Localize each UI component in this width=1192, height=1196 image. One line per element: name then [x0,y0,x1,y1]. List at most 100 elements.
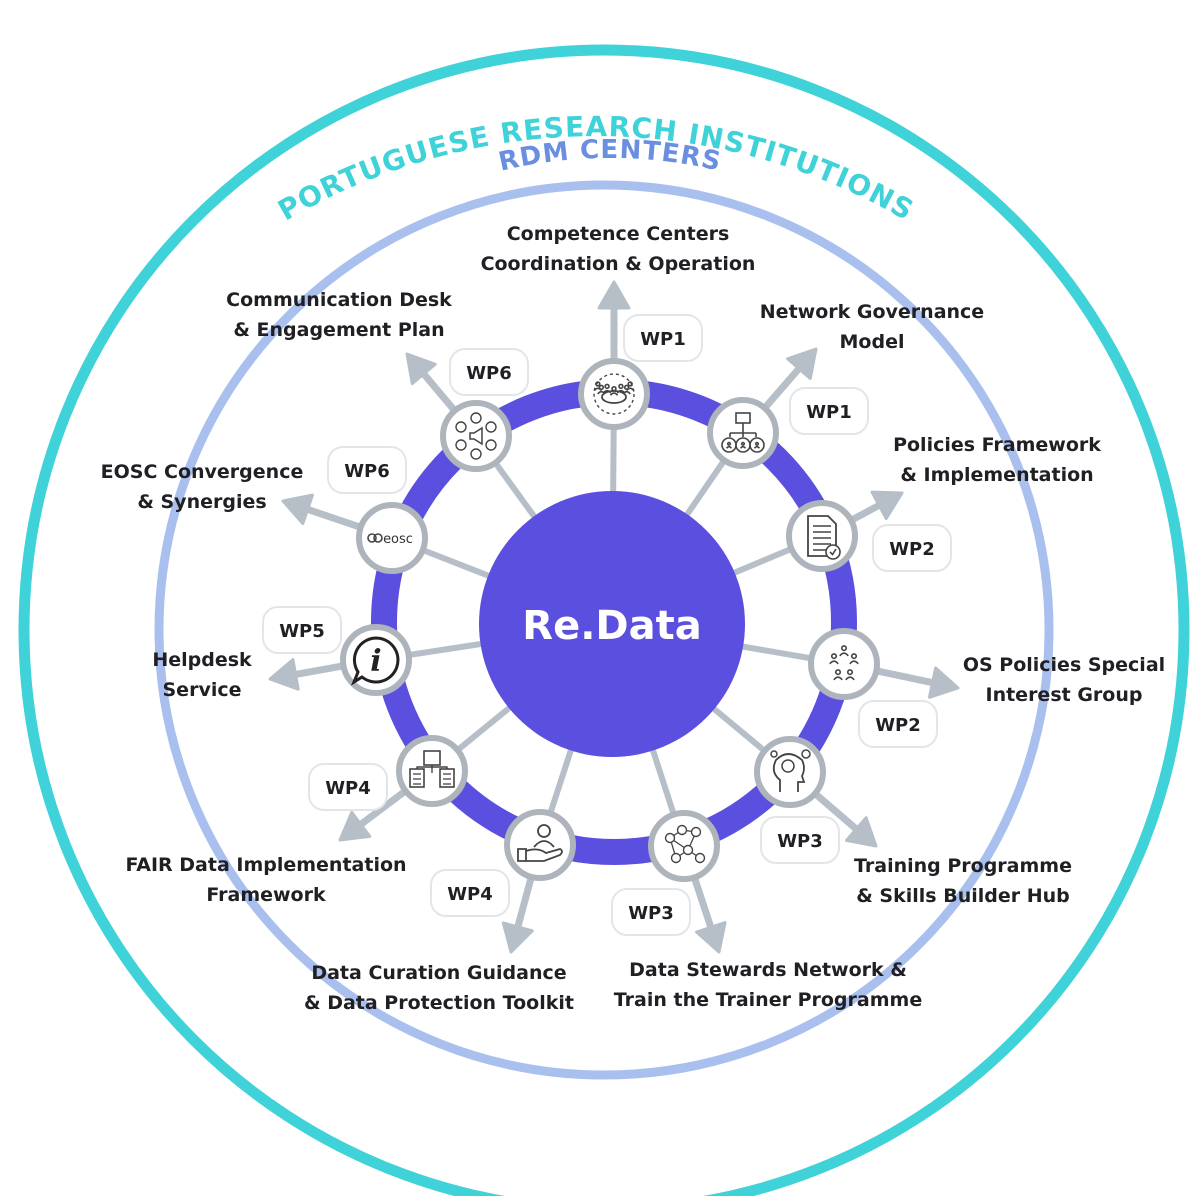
n1-arrow-head [597,280,631,310]
label-line: Data Curation Guidance [311,962,566,984]
label-n10: EOSC Convergence & Synergies [101,461,304,513]
node-circle [440,400,512,472]
label-n11: Communication Desk & Engagement Plan [226,289,452,341]
node-circle [356,502,428,574]
label-line: Network Governance [760,301,984,323]
label-n6: Data Stewards Network & Train the Trainer… [614,959,922,1011]
wp-badge-n2: WP1 [789,387,869,435]
wp-badge-n3: WP2 [872,524,952,572]
wp-badge-box [308,763,388,811]
wp-badge-box [449,348,529,396]
node-n2 [707,397,779,469]
megaphone-network-icon [455,412,497,460]
label-line: Train the Trainer Programme [614,989,922,1011]
wp-badge-box [858,700,938,748]
wp-badge-n11: WP6 [449,348,529,396]
wp-badge-text: WP5 [279,621,325,642]
org-chart-icon [721,412,765,453]
center-circle [479,491,745,757]
nodes-layer: i eosc [340,358,880,882]
meeting-table-icon [593,373,635,415]
wp-badge-n5: WP3 [760,816,840,864]
label-line: & Implementation [900,464,1093,486]
node-circle [648,810,720,882]
label-line: Policies Framework [893,434,1101,456]
wp-badge-box [623,314,703,362]
label-n5: Training Programme & Skills Builder Hub [854,855,1072,907]
wp-badge-n10: WP6 [327,446,407,494]
wp-badge-text: WP1 [806,402,852,423]
n4-arrow-head [927,666,960,699]
wp-badge-text: WP4 [325,778,371,799]
n3-arrow-head [870,490,904,521]
wp-badge-box [611,888,691,936]
n10-arrow-head [281,493,314,526]
label-line: Model [840,331,905,353]
wp-badge-box [327,446,407,494]
inner-ring [154,180,1054,1080]
n2-arrow-head [786,347,818,380]
outer-ring [18,44,1190,1196]
svg-text:eosc: eosc [383,532,413,547]
label-line: & Engagement Plan [233,319,444,341]
label-line: Communication Desk [226,289,452,311]
wp-badge-box [430,869,510,917]
label-line: Service [163,679,242,701]
node-n4 [808,628,880,700]
label-line: & Synergies [137,491,266,513]
wp-badge-text: WP2 [889,539,935,560]
node-n3 [786,500,858,572]
wp-badge-n8: WP4 [308,763,388,811]
svg-text:i: i [370,644,381,679]
n6-arrow-head [695,921,727,954]
label-line: OS Policies Special [963,654,1165,676]
data-checklist-icon [409,750,455,788]
wp-badge-text: WP3 [628,903,674,924]
node-n10: eosc [356,502,428,574]
policy-document-icon [807,515,841,560]
label-line: Training Programme [854,855,1072,877]
label-line: EOSC Convergence [101,461,304,483]
info-bubble-icon: i [350,636,400,686]
wp-badge-n1: WP1 [623,314,703,362]
wp-badge-n6: WP3 [611,888,691,936]
wp-badge-n7: WP4 [430,869,510,917]
label-line: Coordination & Operation [481,253,756,275]
node-n11 [440,400,512,472]
node-n7 [504,809,576,881]
wp-badge-text: WP1 [640,329,686,350]
n8-arrow-head [338,810,372,842]
wp-badge-box [872,524,952,572]
node-circle [808,628,880,700]
center-label: Re.Data [522,603,701,649]
label-line: Helpdesk [152,649,252,671]
label-line: Framework [206,884,326,906]
label-n3: Policies Framework & Implementation [893,434,1101,486]
node-n1 [578,358,650,430]
n5-arrow-head [845,816,878,848]
label-n7: Data Curation Guidance & Data Protection … [304,962,574,1014]
hand-person-icon [517,824,563,862]
node-n5 [754,736,826,808]
node-circle [578,358,650,430]
label-line: & Skills Builder Hub [856,885,1070,907]
outer-ring-title-path: PORTUGUESE RESEARCH INSTITUTIONS [272,110,918,227]
wp-badge-n9: WP5 [262,606,342,654]
label-line: Interest Group [986,684,1143,706]
head-ideas-icon [770,749,811,792]
label-line: Data Stewards Network & [629,959,907,981]
wp-badge-n4: WP2 [858,700,938,748]
n7-arrow-head [501,921,534,954]
label-line: & Data Protection Toolkit [304,992,574,1014]
node-circle [504,809,576,881]
network-people-icon [664,824,706,864]
wp-badge-box [760,816,840,864]
outer-ring-title: PORTUGUESE RESEARCH INSTITUTIONS [272,110,919,227]
